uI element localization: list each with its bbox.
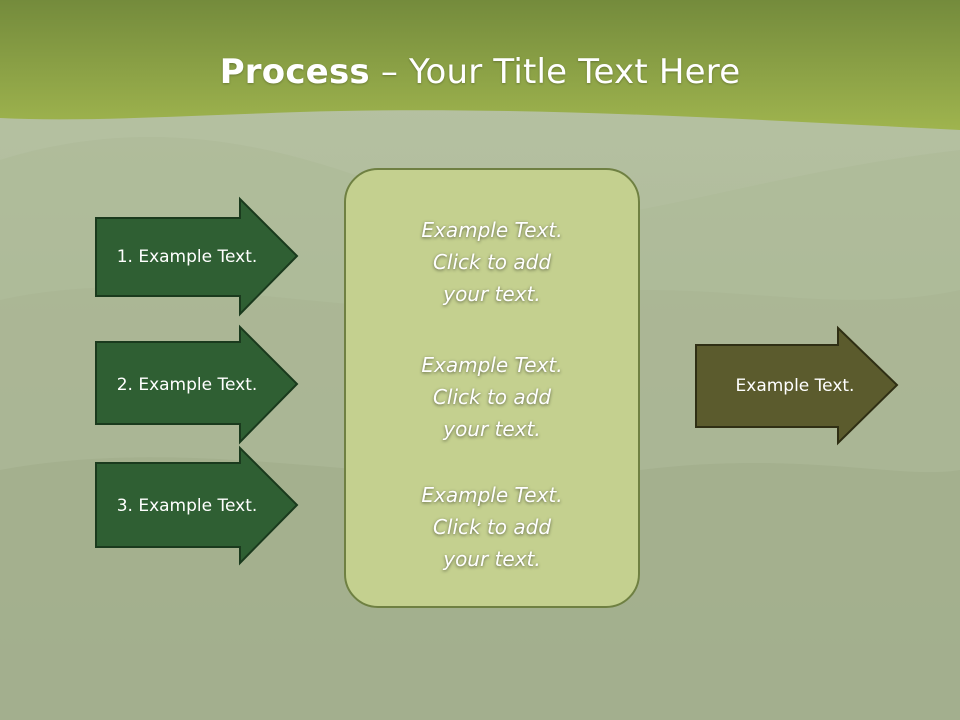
right-arrow[interactable]: Example Text. (695, 325, 899, 446)
panel-line: Click to add (432, 515, 552, 539)
panel-item-1: Example Text. Click to add your text. (346, 214, 638, 310)
panel-line: Example Text. (421, 353, 563, 377)
title-rest: – Your Title Text Here (369, 52, 741, 92)
arrow-right-shape (95, 324, 299, 445)
panel-line: Example Text. (421, 483, 563, 507)
arrow-right-shape (695, 325, 899, 446)
panel-line: your text. (443, 417, 541, 441)
left-arrow-2[interactable]: 2. Example Text. (95, 324, 299, 445)
panel-line: Example Text. (421, 218, 563, 242)
left-arrow-3[interactable]: 3. Example Text. (95, 445, 299, 566)
left-arrow-label: 2. Example Text. (116, 375, 258, 395)
panel-line: your text. (443, 547, 541, 571)
arrow-right-shape (95, 196, 299, 317)
panel-line: your text. (443, 282, 541, 306)
left-arrow-label: 1. Example Text. (116, 247, 258, 267)
panel-item-2: Example Text. Click to add your text. (346, 349, 638, 445)
left-arrow-label: 3. Example Text. (116, 496, 258, 516)
panel-line: Click to add (432, 250, 552, 274)
right-arrow-label: Example Text. (735, 376, 855, 396)
panel-item-3: Example Text. Click to add your text. (346, 479, 638, 575)
center-text-panel[interactable]: Example Text. Click to add your text. Ex… (344, 168, 640, 608)
slide-title: Process – Your Title Text Here (0, 52, 960, 92)
arrow-right-shape (95, 445, 299, 566)
panel-line: Click to add (432, 385, 552, 409)
header-band (0, 0, 960, 130)
left-arrow-1[interactable]: 1. Example Text. (95, 196, 299, 317)
title-bold: Process (219, 52, 370, 92)
